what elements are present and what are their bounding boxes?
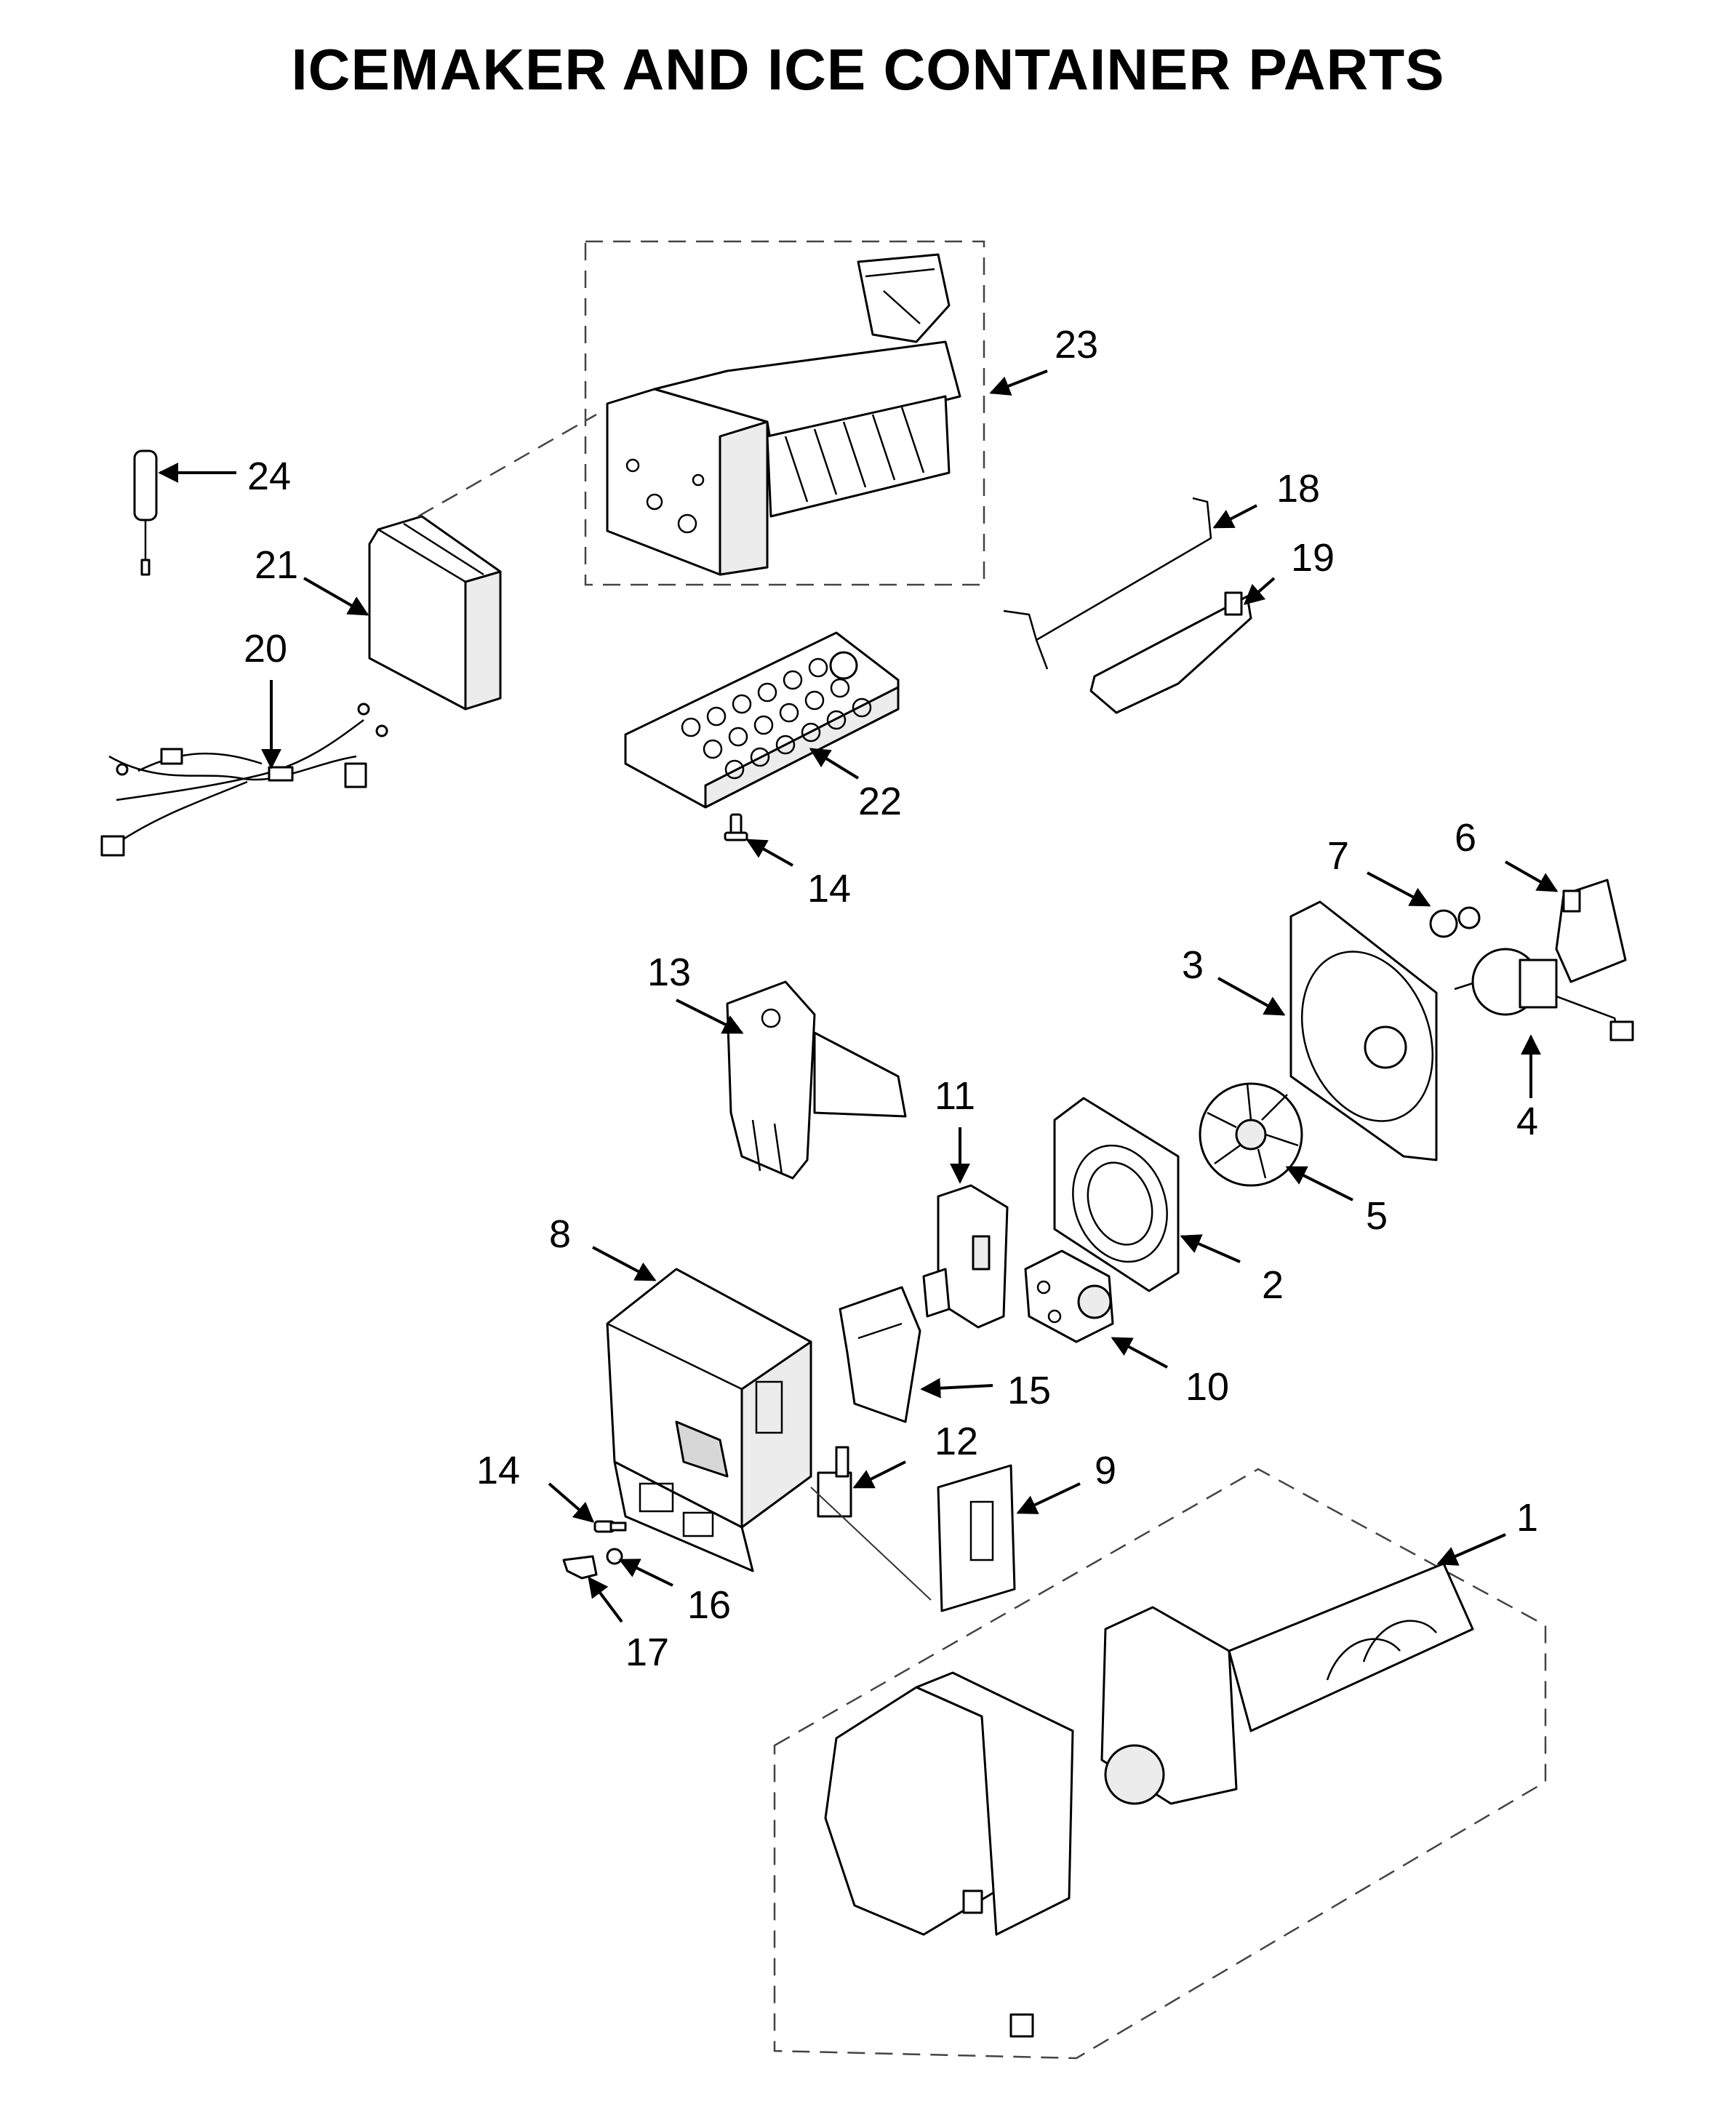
callout-3: 3 bbox=[1182, 943, 1204, 987]
callout-23: 23 bbox=[1055, 323, 1098, 367]
callout-14-upper: 14 bbox=[807, 867, 851, 911]
part-11-motor bbox=[922, 1184, 1009, 1329]
callout-8: 8 bbox=[549, 1212, 571, 1256]
part-1-ice-container bbox=[773, 1468, 1547, 2060]
part-23-icemaker-assembly bbox=[584, 240, 985, 586]
callout-6: 6 bbox=[1455, 816, 1476, 860]
part-12-solenoid bbox=[817, 1446, 852, 1518]
part-24-probe bbox=[133, 449, 158, 576]
part-14-screw-upper bbox=[724, 813, 748, 841]
callout-14-lower: 14 bbox=[476, 1449, 520, 1492]
callout-24: 24 bbox=[247, 455, 291, 498]
callout-4: 4 bbox=[1516, 1100, 1538, 1143]
callout-5: 5 bbox=[1366, 1194, 1388, 1238]
callout-7: 7 bbox=[1327, 834, 1349, 878]
part-21-icemaker-cover bbox=[368, 515, 502, 711]
callout-20: 20 bbox=[244, 627, 287, 671]
plate-alignment-line bbox=[810, 1487, 932, 1601]
part-14-screw-lower bbox=[593, 1520, 627, 1533]
callout-9: 9 bbox=[1095, 1449, 1116, 1492]
part-13-chute bbox=[726, 980, 907, 1180]
part-7-clip bbox=[1429, 906, 1481, 938]
part-8-dispenser-housing bbox=[606, 1268, 812, 1572]
part-22-ice-mold bbox=[624, 631, 900, 809]
callout-16: 16 bbox=[687, 1583, 731, 1627]
callout-13: 13 bbox=[647, 951, 691, 994]
callout-15: 15 bbox=[1007, 1369, 1051, 1412]
part-5-fan-blade bbox=[1199, 1082, 1303, 1187]
callout-21: 21 bbox=[255, 543, 298, 587]
callout-arrows bbox=[158, 369, 1559, 1623]
part-2-fan-shroud bbox=[1053, 1097, 1180, 1292]
part-18-arm-end bbox=[1035, 639, 1049, 670]
part-19-arm-bracket bbox=[1089, 591, 1252, 714]
part-10-gear-motor bbox=[1024, 1249, 1114, 1343]
part-15-bracket bbox=[839, 1286, 921, 1423]
callout-11: 11 bbox=[935, 1074, 975, 1118]
callout-17: 17 bbox=[625, 1631, 669, 1674]
part-20-wire-harness bbox=[100, 703, 388, 857]
callout-18: 18 bbox=[1276, 467, 1320, 511]
part-9-plate bbox=[937, 1464, 1016, 1612]
callout-22: 22 bbox=[858, 780, 902, 823]
callout-10: 10 bbox=[1185, 1365, 1229, 1409]
cover-alignment-line bbox=[417, 413, 597, 518]
part-16-washer bbox=[606, 1548, 623, 1565]
part-18-shutoff-arm bbox=[1003, 497, 1212, 641]
callout-1: 1 bbox=[1516, 1496, 1538, 1540]
part-4-fan-motor bbox=[1454, 948, 1634, 1041]
diagram-title: ICEMAKER AND ICE CONTAINER PARTS bbox=[291, 37, 1445, 102]
callout-2: 2 bbox=[1262, 1263, 1284, 1307]
callout-labels: 23 24 21 20 18 19 22 14 6 7 3 4 13 11 5 … bbox=[244, 323, 1538, 1674]
callout-19: 19 bbox=[1291, 536, 1335, 580]
part-17-cam bbox=[562, 1555, 598, 1580]
part-6-bracket bbox=[1555, 879, 1627, 983]
callout-12: 12 bbox=[935, 1420, 978, 1463]
part-3-housing bbox=[1289, 900, 1438, 1161]
